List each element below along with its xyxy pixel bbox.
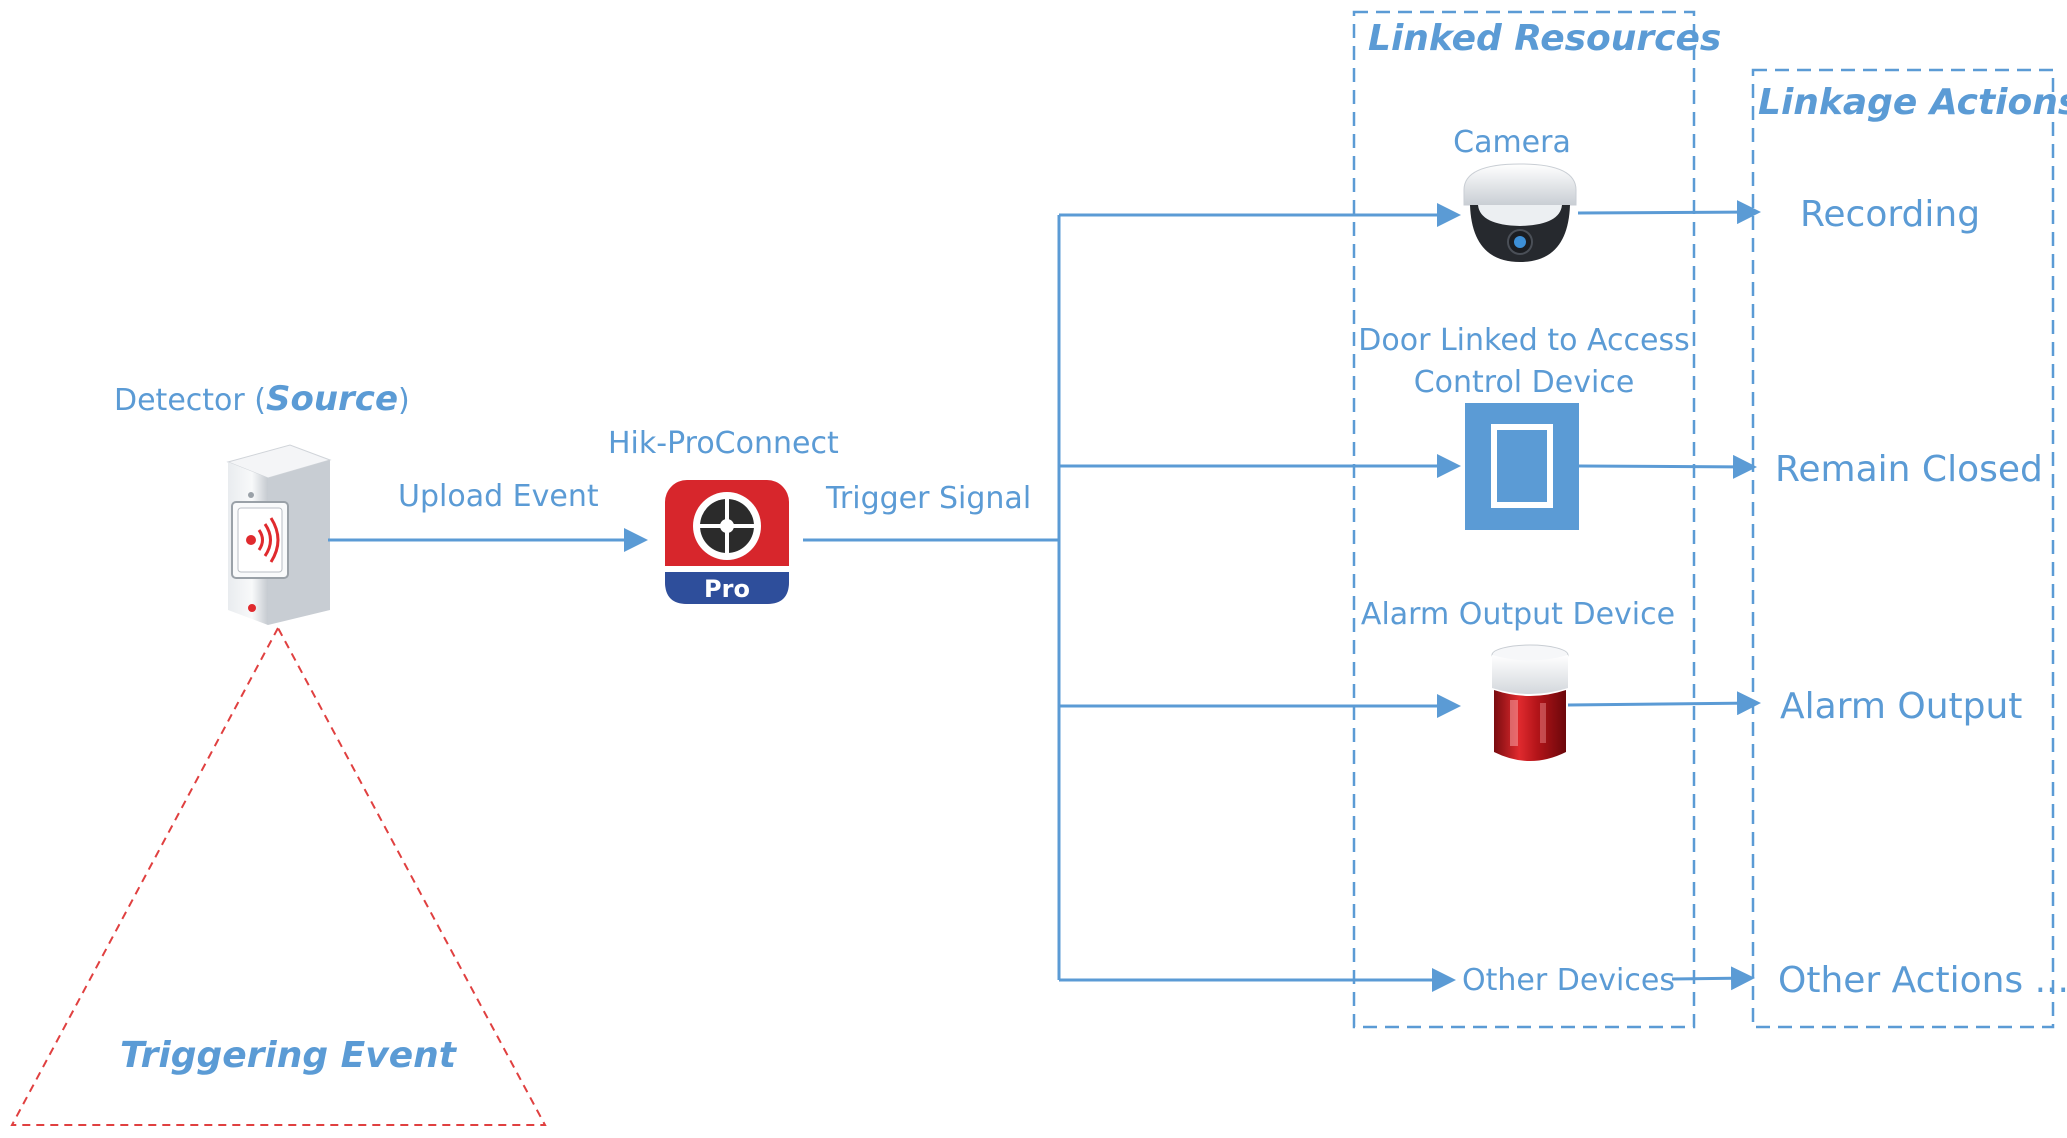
door-icon [1465,403,1579,530]
door-label-line2: Control Device [1414,365,1635,400]
action-alarm-output: Alarm Output [1780,686,2022,727]
triggering-event-zone [10,625,547,1126]
camera-icon [1463,163,1577,262]
hik-proconnect-label: Hik-ProConnect [608,426,839,461]
hik-proconnect-app-icon: Pro [665,480,789,604]
action-arrow-door [1578,454,1757,479]
action-remain-closed: Remain Closed [1775,449,2043,490]
alarm-light-icon [1491,644,1569,761]
trigger-signal-label: Trigger Signal [825,481,1031,516]
detector-icon [226,444,332,625]
detector-label: Detector (Source) [114,379,410,419]
action-arrow-camera [1577,200,1761,225]
camera-label: Camera [1453,125,1571,160]
triggering-event-label: Triggering Event [120,1035,458,1076]
linked-resources-title: Linked Resources [1368,18,1721,59]
action-arrow-alarm [1567,691,1761,716]
linkage-actions-title: Linkage Actions [1758,82,2067,123]
action-other-actions: Other Actions ... [1778,960,2067,1001]
linked-resources-box [1352,10,1696,1029]
action-arrow-other [1671,966,1755,991]
other-devices-label: Other Devices [1462,963,1675,998]
upload-event-label: Upload Event [398,479,599,514]
app-badge-label: Pro [704,575,750,603]
alarm-device-label: Alarm Output Device [1361,597,1675,632]
door-label-line1: Door Linked to Access [1358,323,1689,358]
action-recording: Recording [1800,194,1980,235]
linkage-actions-box [1751,68,2055,1029]
